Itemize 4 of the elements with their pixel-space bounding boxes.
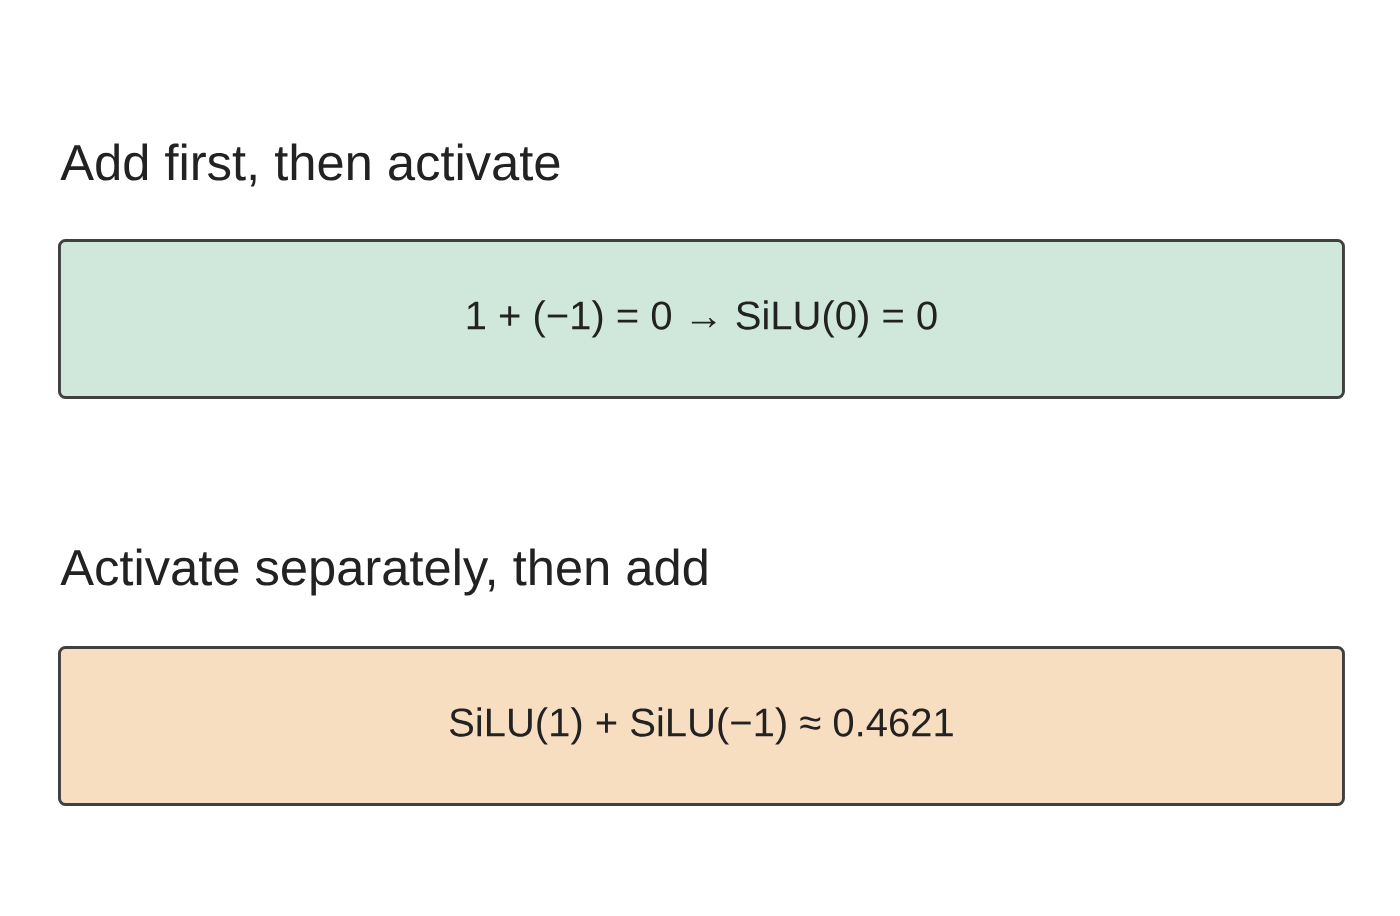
formula-box: SiLU(1) + SiLU(−1) ≈ 0.4621 (58, 646, 1345, 806)
section-heading: Activate separately, then add (60, 548, 707, 596)
formula-box: 1 + (−1) = 0 → SiLU(0) = 0 (58, 239, 1345, 399)
section-heading: Add first, then activate (60, 143, 560, 187)
